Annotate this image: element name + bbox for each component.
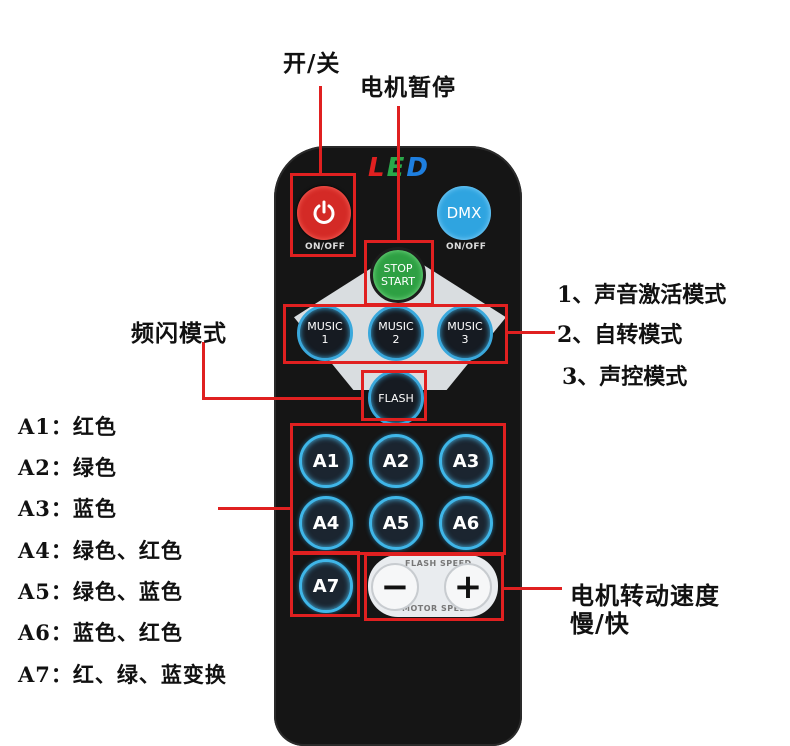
speed-label-line2: 慢/快	[570, 609, 630, 638]
motor-speed-caption: MOTOR SPEED	[402, 604, 473, 613]
legend-a2: A2：绿色	[18, 455, 117, 480]
logo-letter-d: D	[406, 153, 430, 183]
a5-button[interactable]: A5	[369, 496, 423, 550]
a6-label: A6	[452, 512, 480, 534]
color-leader-line	[218, 507, 290, 510]
speed-highlight-box	[364, 553, 504, 621]
a2-button[interactable]: A2	[369, 434, 423, 488]
music-highlight-box	[283, 304, 508, 364]
music-3-label: MUSIC	[447, 320, 483, 333]
power-leader-line	[319, 86, 322, 174]
a4-label: A4	[312, 512, 340, 534]
a6-button[interactable]: A6	[439, 496, 493, 550]
power-button[interactable]	[297, 186, 351, 240]
plus-icon: +	[453, 567, 483, 607]
legend-a1: A1：红色	[18, 414, 117, 439]
flash-leader-horizontal	[202, 397, 362, 400]
music-2-label: MUSIC	[378, 320, 414, 333]
music-3-number: 3	[461, 333, 469, 346]
legend-a3: A3：蓝色	[18, 496, 117, 521]
color-buttons-highlight-box	[290, 423, 506, 555]
stop-start-highlight-box	[364, 240, 434, 306]
power-icon	[313, 200, 335, 224]
dmx-caption: ON/OFF	[446, 242, 487, 252]
music-1-button[interactable]: MUSIC 1	[297, 305, 353, 361]
speed-minus-button[interactable]: −	[371, 563, 419, 611]
music-1-label: MUSIC	[307, 320, 343, 333]
a7-button[interactable]: A7	[299, 559, 353, 613]
flash-label: FLASH	[378, 391, 414, 405]
a7-highlight-box	[290, 551, 360, 617]
speed-label-line1: 电机转动速度	[570, 581, 720, 610]
power-label: 开/关	[283, 50, 341, 77]
music-2-number: 2	[392, 333, 400, 346]
flash-mode-label: 频闪模式	[131, 320, 227, 347]
power-highlight-box	[290, 173, 356, 257]
mode3-label: 3、声控模式	[562, 364, 688, 390]
flash-leader-vertical	[202, 342, 205, 400]
a1-label: A1	[312, 450, 340, 472]
music-3-button[interactable]: MUSIC 3	[437, 305, 493, 361]
mode1-label: 1、声音激活模式	[557, 282, 727, 308]
legend-a5: A5：绿色、蓝色	[18, 579, 183, 604]
a4-button[interactable]: A4	[299, 496, 353, 550]
flash-speed-caption: FLASH SPEED	[405, 559, 472, 568]
music-leader-line	[507, 331, 555, 334]
minus-icon: −	[380, 567, 410, 607]
a3-label: A3	[452, 450, 480, 472]
a7-label: A7	[312, 575, 340, 597]
legend-a4: A4：绿色、红色	[18, 538, 183, 563]
power-caption: ON/OFF	[305, 242, 346, 252]
music-1-number: 1	[321, 333, 329, 346]
legend-a6: A6：蓝色、红色	[18, 620, 183, 645]
speed-plus-button[interactable]: +	[444, 563, 492, 611]
stop-start-button[interactable]: STOP START	[370, 247, 426, 303]
stop-label: STOP	[383, 262, 413, 275]
a5-label: A5	[382, 512, 410, 534]
flash-highlight-box	[361, 370, 427, 421]
mode2-label: 2、自转模式	[557, 322, 683, 348]
a1-button[interactable]: A1	[299, 434, 353, 488]
start-label: START	[381, 275, 415, 288]
motor-pause-label: 电机暂停	[360, 74, 456, 101]
dmx-button[interactable]: DMX	[437, 186, 491, 240]
speed-leader-line	[504, 587, 562, 590]
a2-label: A2	[382, 450, 410, 472]
logo-letter-l: L	[368, 153, 387, 183]
legend-a7: A7：红、绿、蓝变换	[18, 662, 227, 687]
a3-button[interactable]: A3	[439, 434, 493, 488]
dmx-label: DMX	[446, 204, 482, 222]
stop-leader-line	[397, 106, 400, 241]
